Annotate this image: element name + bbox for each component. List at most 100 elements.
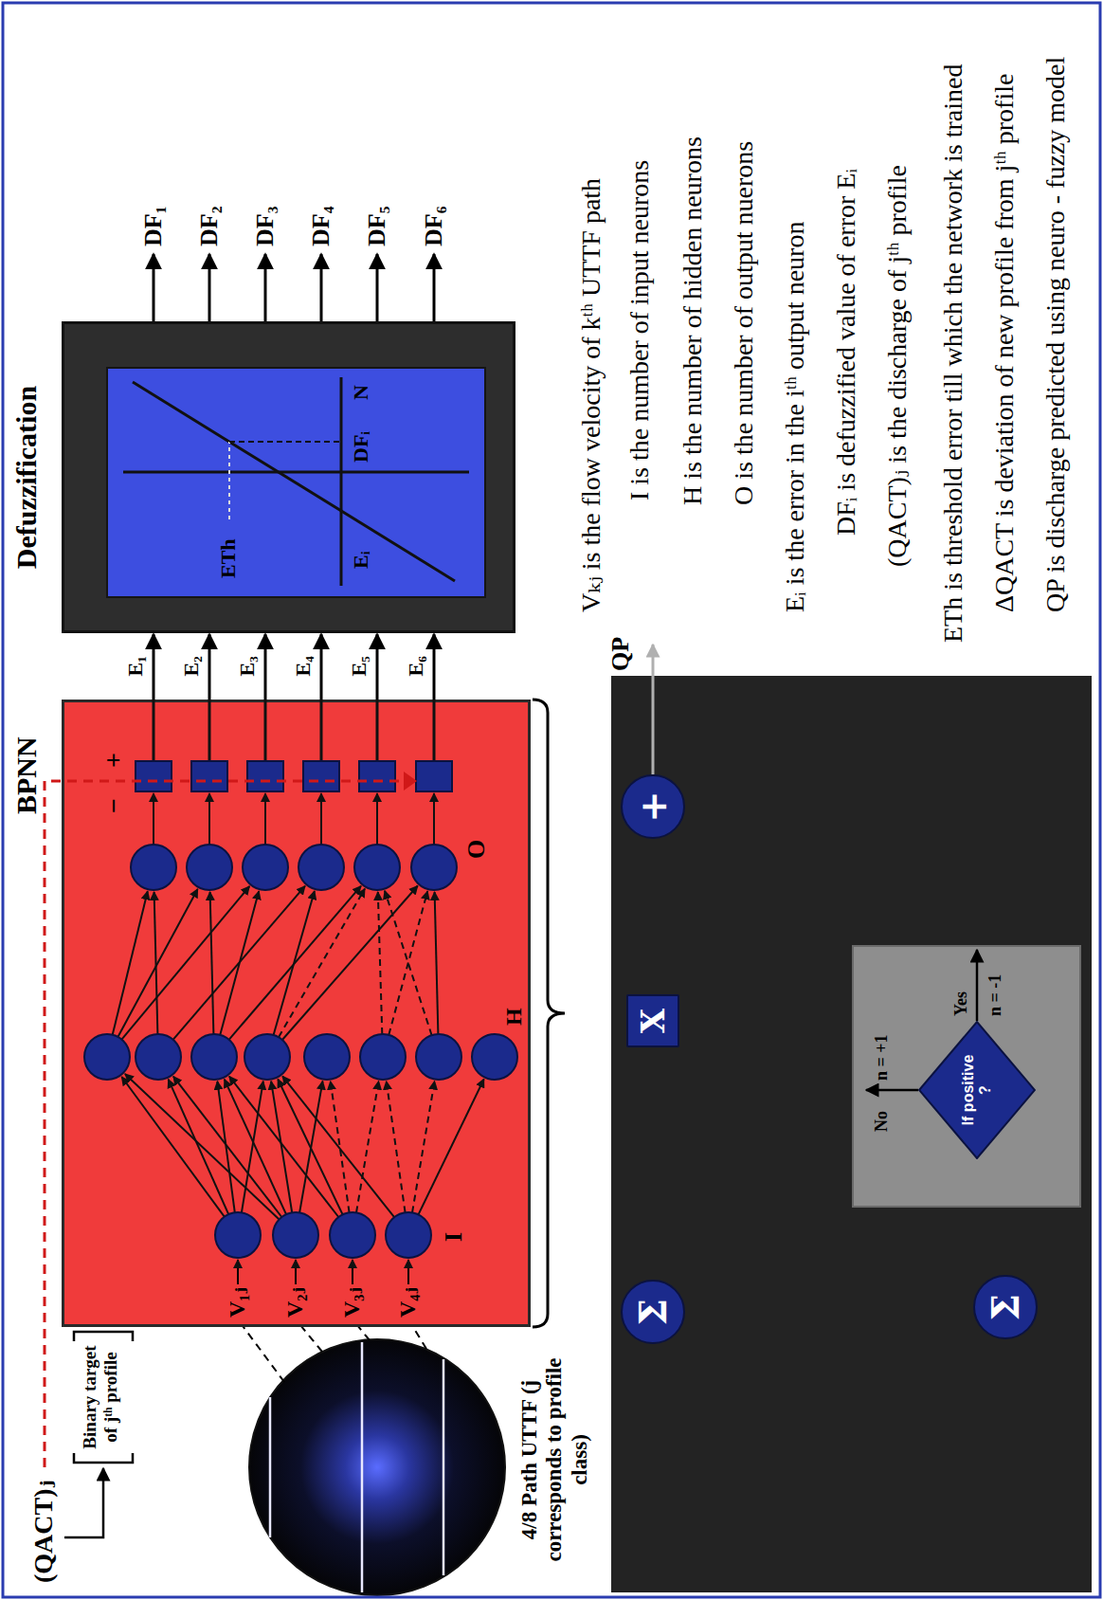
- layout-shape: [153, 633, 434, 700]
- error-box: [415, 760, 453, 792]
- velocity-label: V₁ⱼ: [224, 1286, 252, 1318]
- error-label: E₂: [179, 655, 203, 676]
- sign-label: +: [98, 752, 129, 768]
- velocity-label: V₃ⱼ: [339, 1286, 366, 1318]
- projection-line: [229, 440, 340, 443]
- acoustic-path: [442, 1358, 446, 1575]
- weight-link: [278, 888, 365, 1038]
- symbol-text: Σ: [986, 1293, 1025, 1320]
- symbol-text: +: [633, 790, 672, 823]
- weight-link: [434, 891, 439, 1034]
- symbol-text: X: [636, 1008, 670, 1033]
- neuron: [385, 1211, 432, 1258]
- add-symbol: +: [620, 774, 686, 839]
- sign-label: −: [98, 797, 129, 814]
- threshold-line: [228, 441, 231, 520]
- neuron: [186, 844, 233, 890]
- layout-shape: [112, 253, 485, 1284]
- defuzzified-arrow: [208, 253, 212, 322]
- neuron: [415, 1033, 462, 1080]
- definition-note: Vₖⱼ is the flow velocity of kᵗʰ UTTF pat…: [576, 178, 607, 613]
- error-line: [152, 699, 156, 761]
- error-box: [247, 760, 284, 792]
- uttf-section: [249, 1338, 506, 1595]
- velocity-label: V₄ⱼ: [395, 1286, 422, 1318]
- error-box: [191, 760, 228, 792]
- target-bracket: [73, 1331, 133, 1463]
- weight-link: [229, 1076, 339, 1218]
- error-label: E₁: [123, 655, 147, 676]
- neuron: [354, 844, 400, 890]
- error-label: E₅: [346, 655, 371, 676]
- error-box: [303, 760, 340, 792]
- weight-link: [173, 886, 306, 1040]
- definition-note: H is the number of hidden neurons: [677, 136, 708, 506]
- output-arrow: [264, 793, 267, 845]
- error-connector: [208, 633, 212, 700]
- processing-panel: [611, 675, 1092, 1592]
- defuzzified-arrow: [152, 253, 156, 322]
- sum-symbol: Σ: [973, 1274, 1038, 1339]
- layer-label: I: [439, 1231, 469, 1242]
- neuron: [304, 1033, 350, 1080]
- error-line: [264, 699, 268, 761]
- definition-note: DFᵢ is defuzzified value of error Eᵢ: [831, 168, 862, 536]
- diamond-outline: [919, 1021, 1035, 1158]
- definition-note: I is the number of input neurons: [624, 160, 655, 501]
- graph-axis: [123, 470, 470, 474]
- error-line: [376, 699, 380, 761]
- weight-link: [224, 1079, 287, 1215]
- input-arrow: [236, 1259, 239, 1284]
- input-arrow: [407, 1259, 410, 1284]
- definition-note: QP is discharge predicted using neuro - …: [1040, 56, 1071, 613]
- neuron: [329, 1211, 376, 1258]
- decision-panel: [852, 945, 1081, 1207]
- weight-link: [386, 1081, 406, 1213]
- output-arrow: [320, 793, 323, 845]
- neuron: [272, 1211, 319, 1258]
- definition-note: (QACT)ⱼ is the discharge of jᵗʰ profile: [882, 164, 913, 567]
- neuron: [471, 1033, 518, 1080]
- error-connector: [433, 633, 436, 700]
- box-title: Defuzzification: [10, 324, 43, 631]
- input-arrow: [294, 1259, 297, 1284]
- weight-link: [173, 1076, 282, 1217]
- output-arrow: [376, 793, 379, 845]
- output-arrow: [152, 793, 155, 845]
- error-label: E₄: [290, 655, 315, 676]
- target-arrow: [64, 1467, 104, 1537]
- neuron: [215, 1211, 261, 1258]
- weight-link: [330, 1081, 350, 1213]
- weight-link: [388, 890, 428, 1035]
- graph-label: N: [348, 384, 373, 400]
- neuron: [244, 1033, 290, 1080]
- target-note: Binary target of jᵗʰ profile: [79, 1336, 122, 1458]
- velocity-label: V₂ⱼ: [282, 1286, 309, 1318]
- error-connector: [152, 633, 156, 700]
- error-line: [433, 699, 436, 761]
- input-arrow: [351, 1259, 354, 1284]
- output-label: DF₆: [419, 206, 449, 247]
- no-branch: [866, 1088, 919, 1092]
- neuron: [360, 1033, 406, 1080]
- layer-label: O: [462, 839, 491, 859]
- weight-link: [282, 886, 418, 1041]
- acoustic-path: [361, 1341, 364, 1592]
- defuzzified-arrow: [433, 253, 436, 322]
- neuron: [298, 844, 344, 890]
- weight-link: [216, 1081, 235, 1212]
- error-box: [135, 760, 172, 792]
- sum-symbol: Σ: [620, 1279, 686, 1344]
- output-label: DF₂: [195, 206, 224, 247]
- membership-panel: [107, 367, 486, 597]
- error-line: [320, 699, 324, 761]
- box-title: BPNN: [10, 736, 43, 814]
- weight-link: [418, 1078, 485, 1214]
- weight-link: [210, 891, 215, 1034]
- symbol-text: Σ: [633, 1298, 672, 1325]
- decision-diamond: If positive ?: [918, 1020, 1036, 1159]
- output-label: QP: [606, 636, 635, 671]
- weight-link: [273, 890, 315, 1035]
